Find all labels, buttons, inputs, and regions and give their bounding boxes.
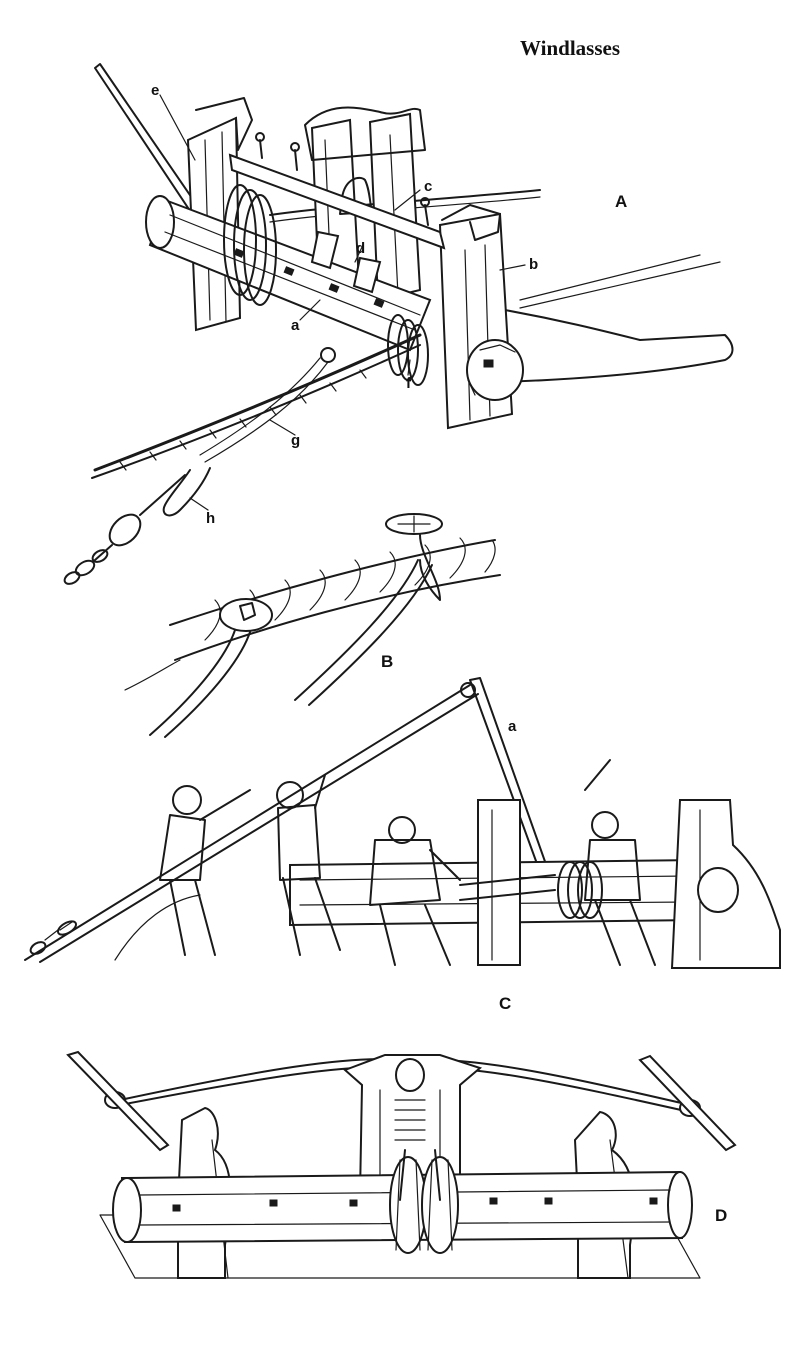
coiled-cable-left bbox=[223, 184, 277, 306]
part-label-d: d bbox=[356, 240, 366, 257]
sailor-1 bbox=[159, 785, 251, 956]
part-label-c: c bbox=[424, 178, 433, 195]
coiled-cable-c bbox=[557, 861, 603, 919]
barrel-end-right bbox=[466, 339, 524, 401]
figure-title: Windlasses bbox=[520, 36, 620, 60]
panel-label-d: D bbox=[715, 1206, 728, 1225]
panel-label-a: A bbox=[615, 192, 628, 211]
cable-b bbox=[169, 539, 496, 626]
nipper-disk-left bbox=[219, 598, 273, 632]
tackle-h bbox=[63, 467, 211, 585]
ratchet-wheel-left bbox=[389, 1156, 427, 1254]
coiled-cable-f bbox=[387, 314, 429, 386]
panel-d-drawing bbox=[66, 1050, 737, 1279]
part-label-a-top: a bbox=[291, 317, 300, 334]
part-label-g: g bbox=[291, 432, 301, 449]
part-label-h: h bbox=[206, 510, 216, 527]
panel-c-drawing bbox=[24, 677, 781, 969]
panel-label-b: B bbox=[381, 652, 394, 671]
panel-b-drawing bbox=[124, 513, 501, 738]
nipper-ring bbox=[320, 347, 336, 363]
anchor-cable bbox=[93, 333, 422, 472]
tackle-fall bbox=[24, 684, 471, 961]
sailor-4 bbox=[584, 759, 656, 966]
part-label-e: e bbox=[151, 82, 160, 99]
deck-curve bbox=[499, 309, 734, 383]
part-label-a-c: a bbox=[508, 718, 517, 735]
part-label-f: f bbox=[406, 375, 411, 392]
sailor-2 bbox=[276, 774, 341, 956]
part-label-b: b bbox=[529, 256, 539, 273]
panel-label-c: C bbox=[499, 994, 512, 1013]
ratchet-wheel-right bbox=[421, 1156, 459, 1254]
sailor-3 bbox=[369, 816, 461, 966]
messenger-g bbox=[204, 361, 329, 463]
panel-a-drawing bbox=[63, 63, 734, 585]
